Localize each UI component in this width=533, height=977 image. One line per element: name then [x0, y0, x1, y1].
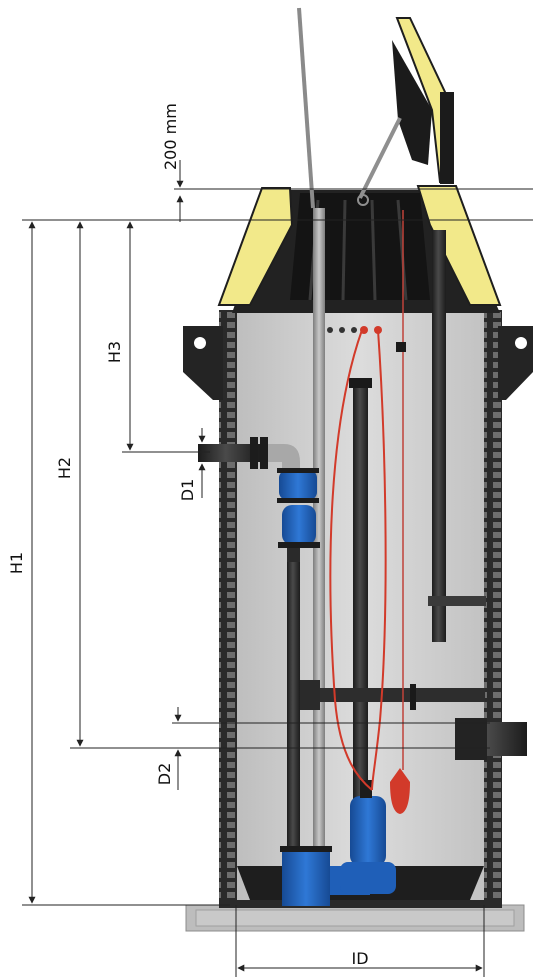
lifting-lug-right — [498, 326, 533, 400]
centre-pipe — [353, 384, 368, 804]
gate-valve-icon — [278, 505, 320, 562]
discharge-pipe — [198, 437, 300, 860]
power-cables — [329, 329, 387, 791]
cone-top — [217, 185, 502, 313]
dimension-label-200mm: 200 mm — [161, 103, 180, 170]
lifting-lug-left — [183, 326, 223, 400]
lifting-pole — [297, 7, 315, 209]
dimension-label-h2: H2 — [55, 457, 74, 479]
submersible-pump-icon — [340, 780, 396, 894]
dimension-label-h1: H1 — [7, 552, 26, 574]
base-plate — [185, 904, 525, 932]
cable-rack — [327, 326, 406, 352]
inlet-pipe — [455, 718, 527, 760]
dimension-label-h3: H3 — [105, 341, 124, 363]
lid-insulation-left — [217, 187, 294, 306]
open-lid — [357, 17, 454, 206]
dimension-label-d1: D1 — [178, 479, 197, 502]
float-switch-icon — [390, 210, 410, 814]
dimension-label-id: ID — [351, 949, 368, 968]
check-valve-icon — [277, 468, 319, 503]
dimension-lines — [22, 160, 533, 977]
lid-insulation-right — [416, 185, 502, 306]
vent-pipe — [432, 230, 446, 642]
bracket-shelf — [300, 680, 485, 710]
tank-wall-right — [484, 310, 502, 908]
pipe-support — [428, 596, 486, 606]
dimension-label-d2: D2 — [155, 763, 174, 786]
